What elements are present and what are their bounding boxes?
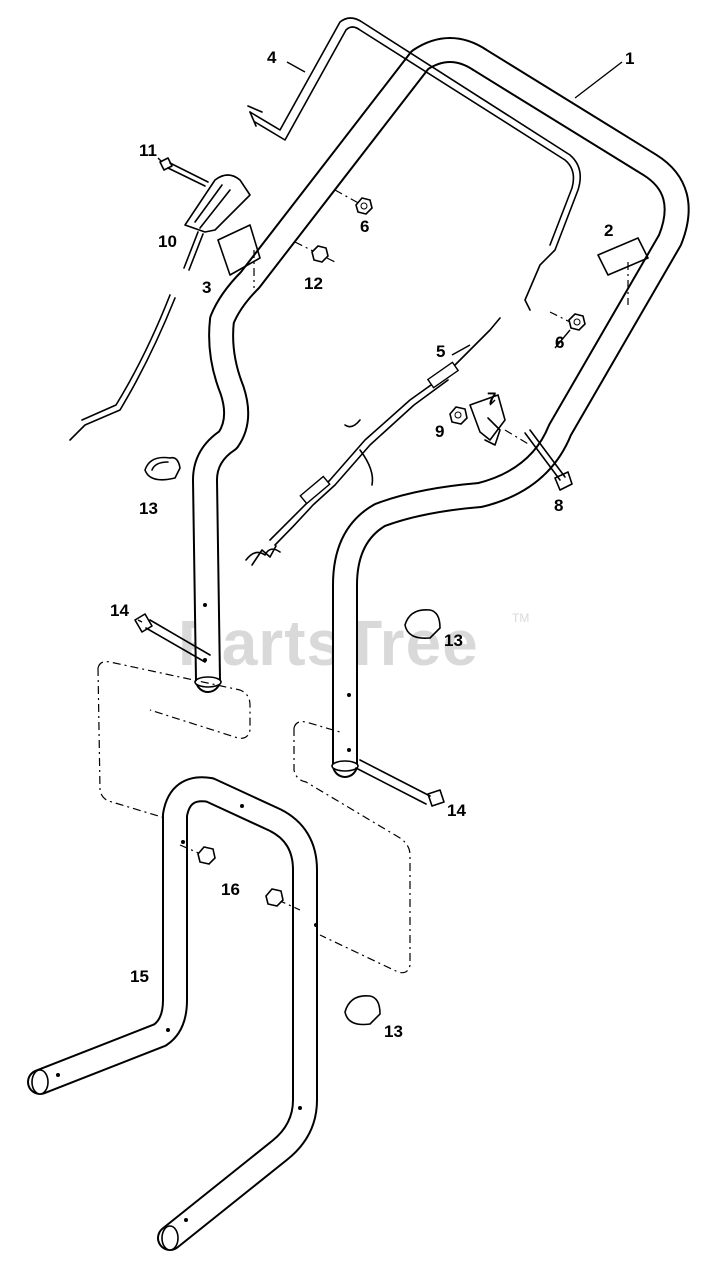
wire-clip-13a[interactable] (144, 456, 181, 481)
callout-10: 10 (158, 232, 177, 251)
control-cable[interactable] (245, 317, 501, 566)
callout-6-right: 6 (555, 333, 564, 352)
bracket-bolt[interactable] (504, 429, 573, 491)
callout-12: 12 (304, 274, 323, 293)
callout-9: 9 (435, 422, 444, 441)
callout-labels: 1 2 3 4 5 6 6 7 8 9 10 11 12 13 13 13 14… (110, 48, 634, 1041)
watermark: PartsTree TM (178, 607, 529, 679)
callout-5: 5 (436, 342, 445, 361)
upper-handle[interactable] (192, 37, 690, 778)
callout-7: 7 (487, 389, 496, 408)
callout-13-lower: 13 (384, 1022, 403, 1041)
assembly-plane-left (97, 661, 251, 819)
assembly-plane-right (293, 721, 411, 974)
watermark-trademark: TM (512, 611, 529, 625)
decal-2[interactable] (597, 237, 649, 305)
callout-8: 8 (554, 496, 563, 515)
callout-2: 2 (604, 221, 613, 240)
nut-16-right[interactable] (265, 888, 301, 911)
callout-3: 3 (202, 278, 211, 297)
callout-16: 16 (221, 880, 240, 899)
leader-lines (137, 61, 623, 623)
callout-13-middle: 13 (444, 631, 463, 650)
control-bail[interactable] (247, 17, 581, 311)
nut-6-upper[interactable] (334, 189, 373, 215)
cable-link[interactable] (69, 294, 176, 441)
cable-bracket[interactable] (469, 394, 506, 446)
callout-15: 15 (130, 967, 149, 986)
carriage-bolt-14b[interactable] (355, 759, 445, 807)
nut-9[interactable] (449, 406, 468, 425)
watermark-text: PartsTree (178, 607, 479, 679)
wire-clip-13c[interactable] (344, 995, 381, 1026)
nut-16-left[interactable] (179, 844, 216, 865)
nut-12[interactable] (294, 241, 336, 263)
control-lever[interactable] (183, 174, 251, 271)
wire-clip-13b[interactable] (404, 608, 441, 640)
callout-6-upper: 6 (360, 217, 369, 236)
lever-bolt[interactable] (159, 157, 209, 187)
callout-14-left: 14 (110, 601, 129, 620)
carriage-bolt-14a[interactable] (134, 613, 211, 663)
callout-13-upper: 13 (139, 499, 158, 518)
callout-1: 1 (625, 49, 634, 68)
decal-3[interactable] (217, 224, 261, 288)
callout-4: 4 (267, 48, 277, 67)
lower-handle[interactable] (27, 776, 318, 1251)
nut-6-right[interactable] (549, 311, 586, 331)
callout-14-right: 14 (447, 801, 466, 820)
callout-11: 11 (139, 141, 157, 160)
